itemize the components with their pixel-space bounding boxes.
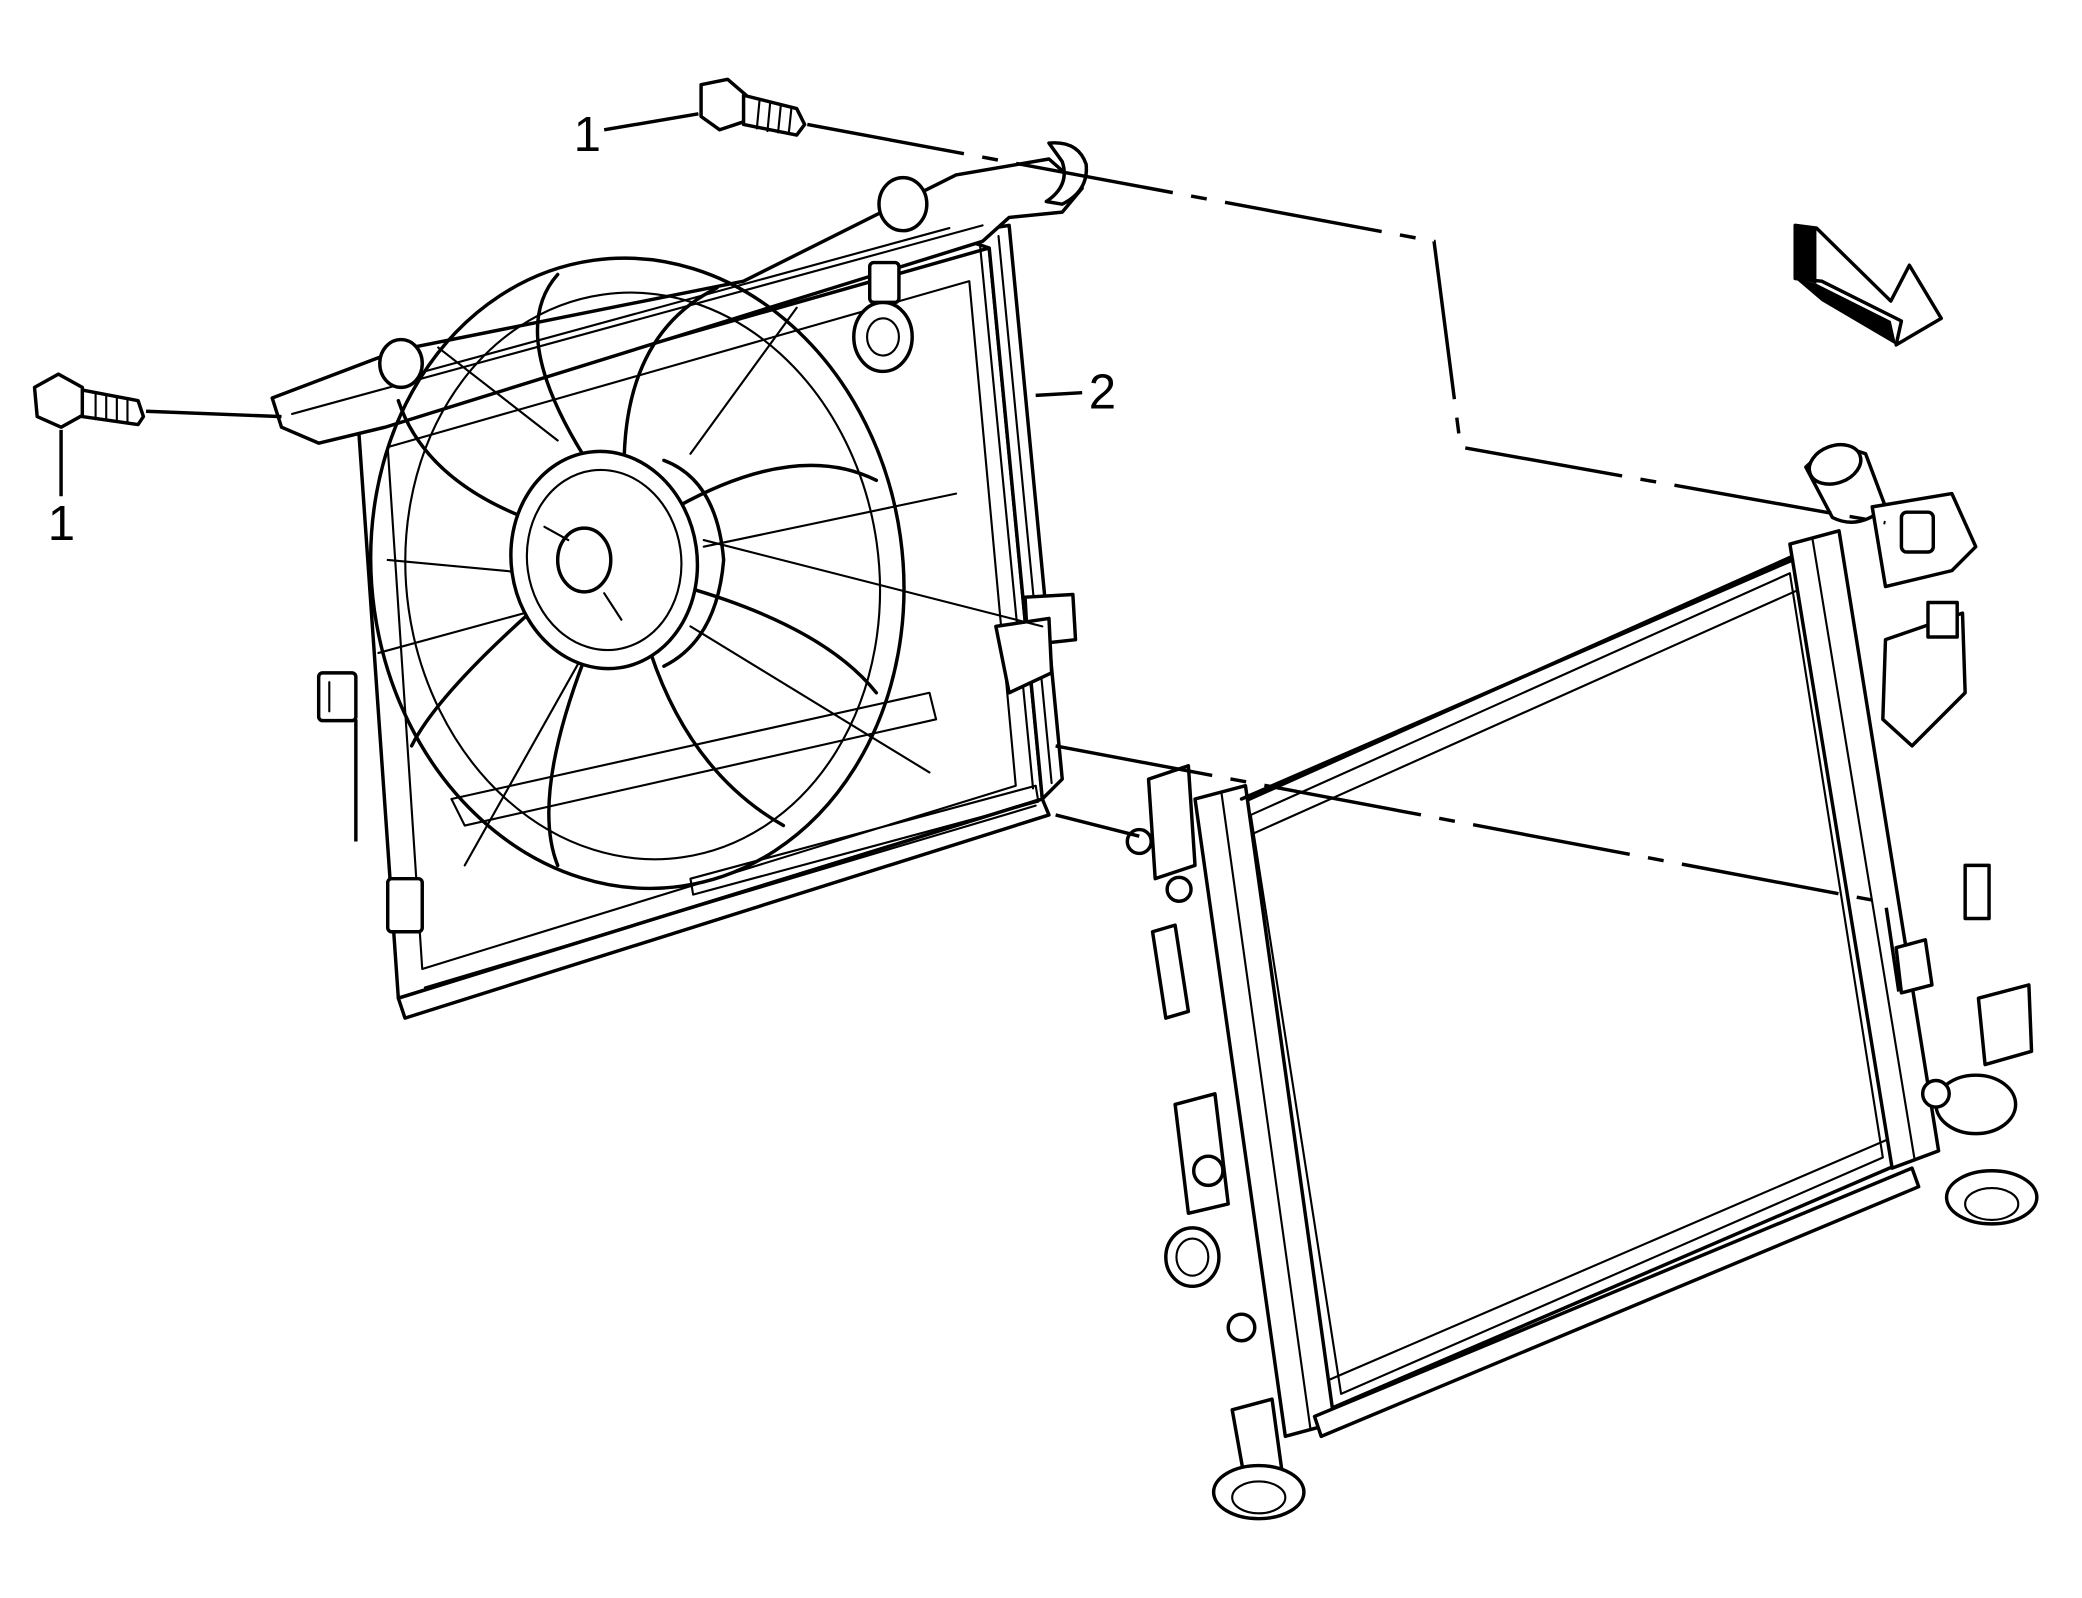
callout-label-bolt-left: 1 [48,497,75,551]
callout-label-bolt-top: 1 [574,108,601,162]
bolt-icon [32,372,146,429]
callout-leader [603,112,699,132]
callout-label-fan-shroud: 2 [1089,366,1116,420]
fan-shroud-assembly [270,141,1089,1020]
radiator [1125,442,2039,1521]
bolt-icon [699,77,807,137]
alignment-lines [145,122,1901,992]
direction-arrow-icon [1793,223,1943,347]
callout-leader [1035,390,1083,398]
